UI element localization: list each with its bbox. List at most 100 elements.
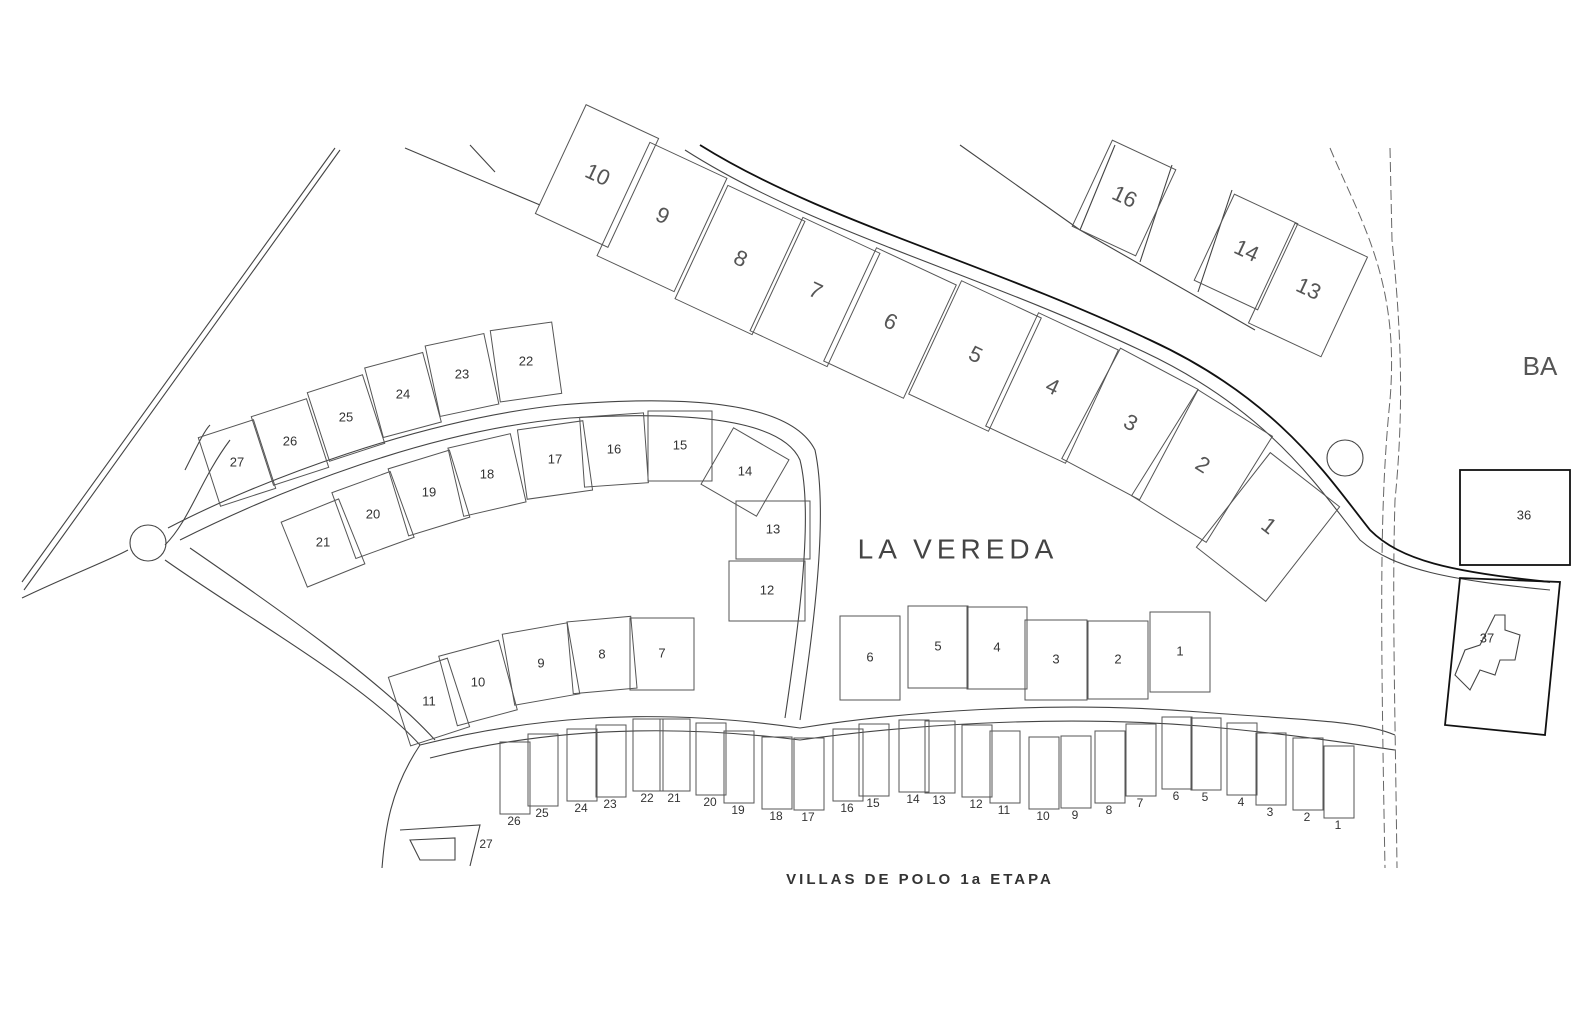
lot-parcel[interactable] bbox=[280, 498, 366, 588]
lot-number-label: 13 bbox=[932, 793, 946, 807]
lot-parcel[interactable] bbox=[534, 104, 660, 248]
lot-parcel[interactable] bbox=[387, 657, 471, 747]
lot-parcel[interactable] bbox=[596, 141, 728, 293]
lot-number-label: 11 bbox=[998, 803, 1011, 817]
lot-parcel[interactable] bbox=[674, 184, 806, 336]
lot-number-label: 9 bbox=[1072, 808, 1079, 822]
lot-parcel[interactable] bbox=[989, 730, 1021, 804]
lot-parcel[interactable] bbox=[501, 622, 581, 706]
lot-parcel[interactable] bbox=[793, 737, 825, 811]
lot-parcel[interactable] bbox=[898, 719, 930, 793]
lot-parcel[interactable] bbox=[447, 433, 527, 517]
lot-number-label: 7 bbox=[1137, 796, 1144, 810]
lot-number-label: 8 bbox=[1106, 803, 1113, 817]
lot-parcel[interactable] bbox=[1292, 737, 1324, 811]
lot-parcel[interactable] bbox=[197, 419, 277, 507]
lot-parcel[interactable] bbox=[832, 728, 864, 802]
lot-parcel[interactable] bbox=[566, 615, 638, 695]
lot-number-label: 24 bbox=[574, 801, 588, 815]
lot-parcel[interactable] bbox=[1125, 723, 1157, 797]
roundabout-left bbox=[129, 524, 167, 562]
lot-parcel[interactable] bbox=[700, 427, 790, 517]
roads bbox=[21, 144, 1571, 869]
lot-number-label: 7 bbox=[805, 277, 827, 305]
lot-parcel[interactable] bbox=[858, 723, 890, 797]
lot-parcel[interactable] bbox=[823, 247, 957, 399]
lot-parcel[interactable] bbox=[1195, 451, 1341, 603]
lot-number-label: 19 bbox=[731, 803, 745, 817]
lot-number-label: 12 bbox=[969, 797, 983, 811]
lot-parcel[interactable] bbox=[331, 470, 415, 560]
lot-parcel[interactable] bbox=[1060, 735, 1092, 809]
lot-parcel[interactable] bbox=[424, 332, 500, 418]
lot-parcel[interactable] bbox=[1028, 736, 1060, 810]
left-diagonal-road-edge bbox=[21, 147, 336, 583]
lot-number-label: 13 bbox=[766, 521, 780, 536]
lot-parcel[interactable] bbox=[1190, 717, 1222, 791]
lower-road bbox=[164, 559, 421, 869]
roundabout-right bbox=[1326, 439, 1364, 477]
lot-parcel[interactable] bbox=[499, 741, 531, 815]
lot-parcel[interactable] bbox=[1094, 730, 1126, 804]
lot-parcel[interactable] bbox=[566, 728, 598, 802]
lot-parcel[interactable] bbox=[839, 615, 901, 701]
main-bottom-road bbox=[429, 720, 1396, 759]
lot-number-label: 8 bbox=[598, 646, 605, 661]
lot-parcel[interactable] bbox=[966, 606, 1028, 690]
lot-parcel[interactable] bbox=[723, 730, 755, 804]
lot-parcel[interactable] bbox=[1247, 222, 1369, 358]
lot-parcel[interactable] bbox=[907, 605, 969, 689]
lot-number-label: 10 bbox=[581, 158, 614, 191]
inner-loop-road bbox=[179, 415, 806, 719]
lot-parcel[interactable] bbox=[250, 398, 330, 486]
lot-number-label: 18 bbox=[769, 809, 783, 823]
lot-parcel[interactable] bbox=[761, 736, 793, 810]
lot-number-label: 22 bbox=[640, 791, 654, 805]
lot-parcel[interactable] bbox=[1149, 611, 1211, 693]
lot-parcel[interactable] bbox=[659, 718, 691, 792]
lot-parcel[interactable] bbox=[387, 449, 471, 537]
lot-number-label: 15 bbox=[866, 796, 880, 810]
lot-parcel[interactable] bbox=[647, 410, 713, 482]
lot-parcel[interactable] bbox=[735, 500, 811, 560]
lot-parcel[interactable] bbox=[364, 351, 442, 439]
lot-parcel[interactable] bbox=[579, 412, 649, 488]
lot-number-label: 25 bbox=[339, 409, 353, 424]
lot-number-label: 21 bbox=[316, 534, 330, 549]
lot-parcel[interactable] bbox=[629, 617, 695, 691]
lot-number-label: 5 bbox=[965, 341, 987, 369]
lot-parcel[interactable] bbox=[438, 639, 518, 727]
lot-parcel[interactable] bbox=[489, 321, 563, 403]
lot-parcel[interactable] bbox=[908, 280, 1042, 432]
lot-number-label: 14 bbox=[1230, 234, 1263, 267]
lot-parcel[interactable] bbox=[1226, 722, 1258, 796]
lot-number-label: 18 bbox=[480, 466, 494, 481]
lot-parcel[interactable] bbox=[695, 722, 727, 796]
lot-number-label: 13 bbox=[1292, 272, 1325, 305]
lot-parcel[interactable] bbox=[527, 733, 559, 807]
lot-parcel[interactable] bbox=[595, 724, 627, 798]
lot-parcel[interactable] bbox=[1193, 193, 1299, 311]
lot-parcel[interactable] bbox=[728, 560, 806, 622]
lot-parcel[interactable] bbox=[1323, 745, 1355, 819]
lot-number-label: 22 bbox=[519, 353, 533, 368]
lot-parcel[interactable] bbox=[632, 718, 664, 792]
lot-parcel[interactable] bbox=[1130, 388, 1274, 544]
lot-parcel[interactable] bbox=[924, 720, 956, 794]
lot-parcel[interactable] bbox=[1255, 732, 1287, 806]
lot-parcel[interactable] bbox=[961, 724, 993, 798]
lot-parcel[interactable] bbox=[749, 216, 881, 368]
lot-parcel[interactable] bbox=[985, 312, 1119, 464]
lot-number-label: 37 bbox=[1480, 630, 1494, 645]
neighbor-label: BA bbox=[1523, 351, 1558, 381]
lot-parcel[interactable] bbox=[1161, 716, 1193, 790]
lot-parcel[interactable] bbox=[1061, 347, 1199, 501]
left-diagonal-road-edge bbox=[23, 149, 341, 591]
lot-parcel[interactable] bbox=[1087, 620, 1149, 700]
lot-parcel[interactable] bbox=[1024, 619, 1088, 701]
lot-number-label: 10 bbox=[471, 674, 485, 689]
lot-parcel[interactable] bbox=[1071, 139, 1177, 257]
lot-number-label: 1 bbox=[1176, 643, 1183, 658]
lot-parcel[interactable] bbox=[516, 420, 594, 500]
lot-parcel[interactable] bbox=[306, 374, 386, 462]
